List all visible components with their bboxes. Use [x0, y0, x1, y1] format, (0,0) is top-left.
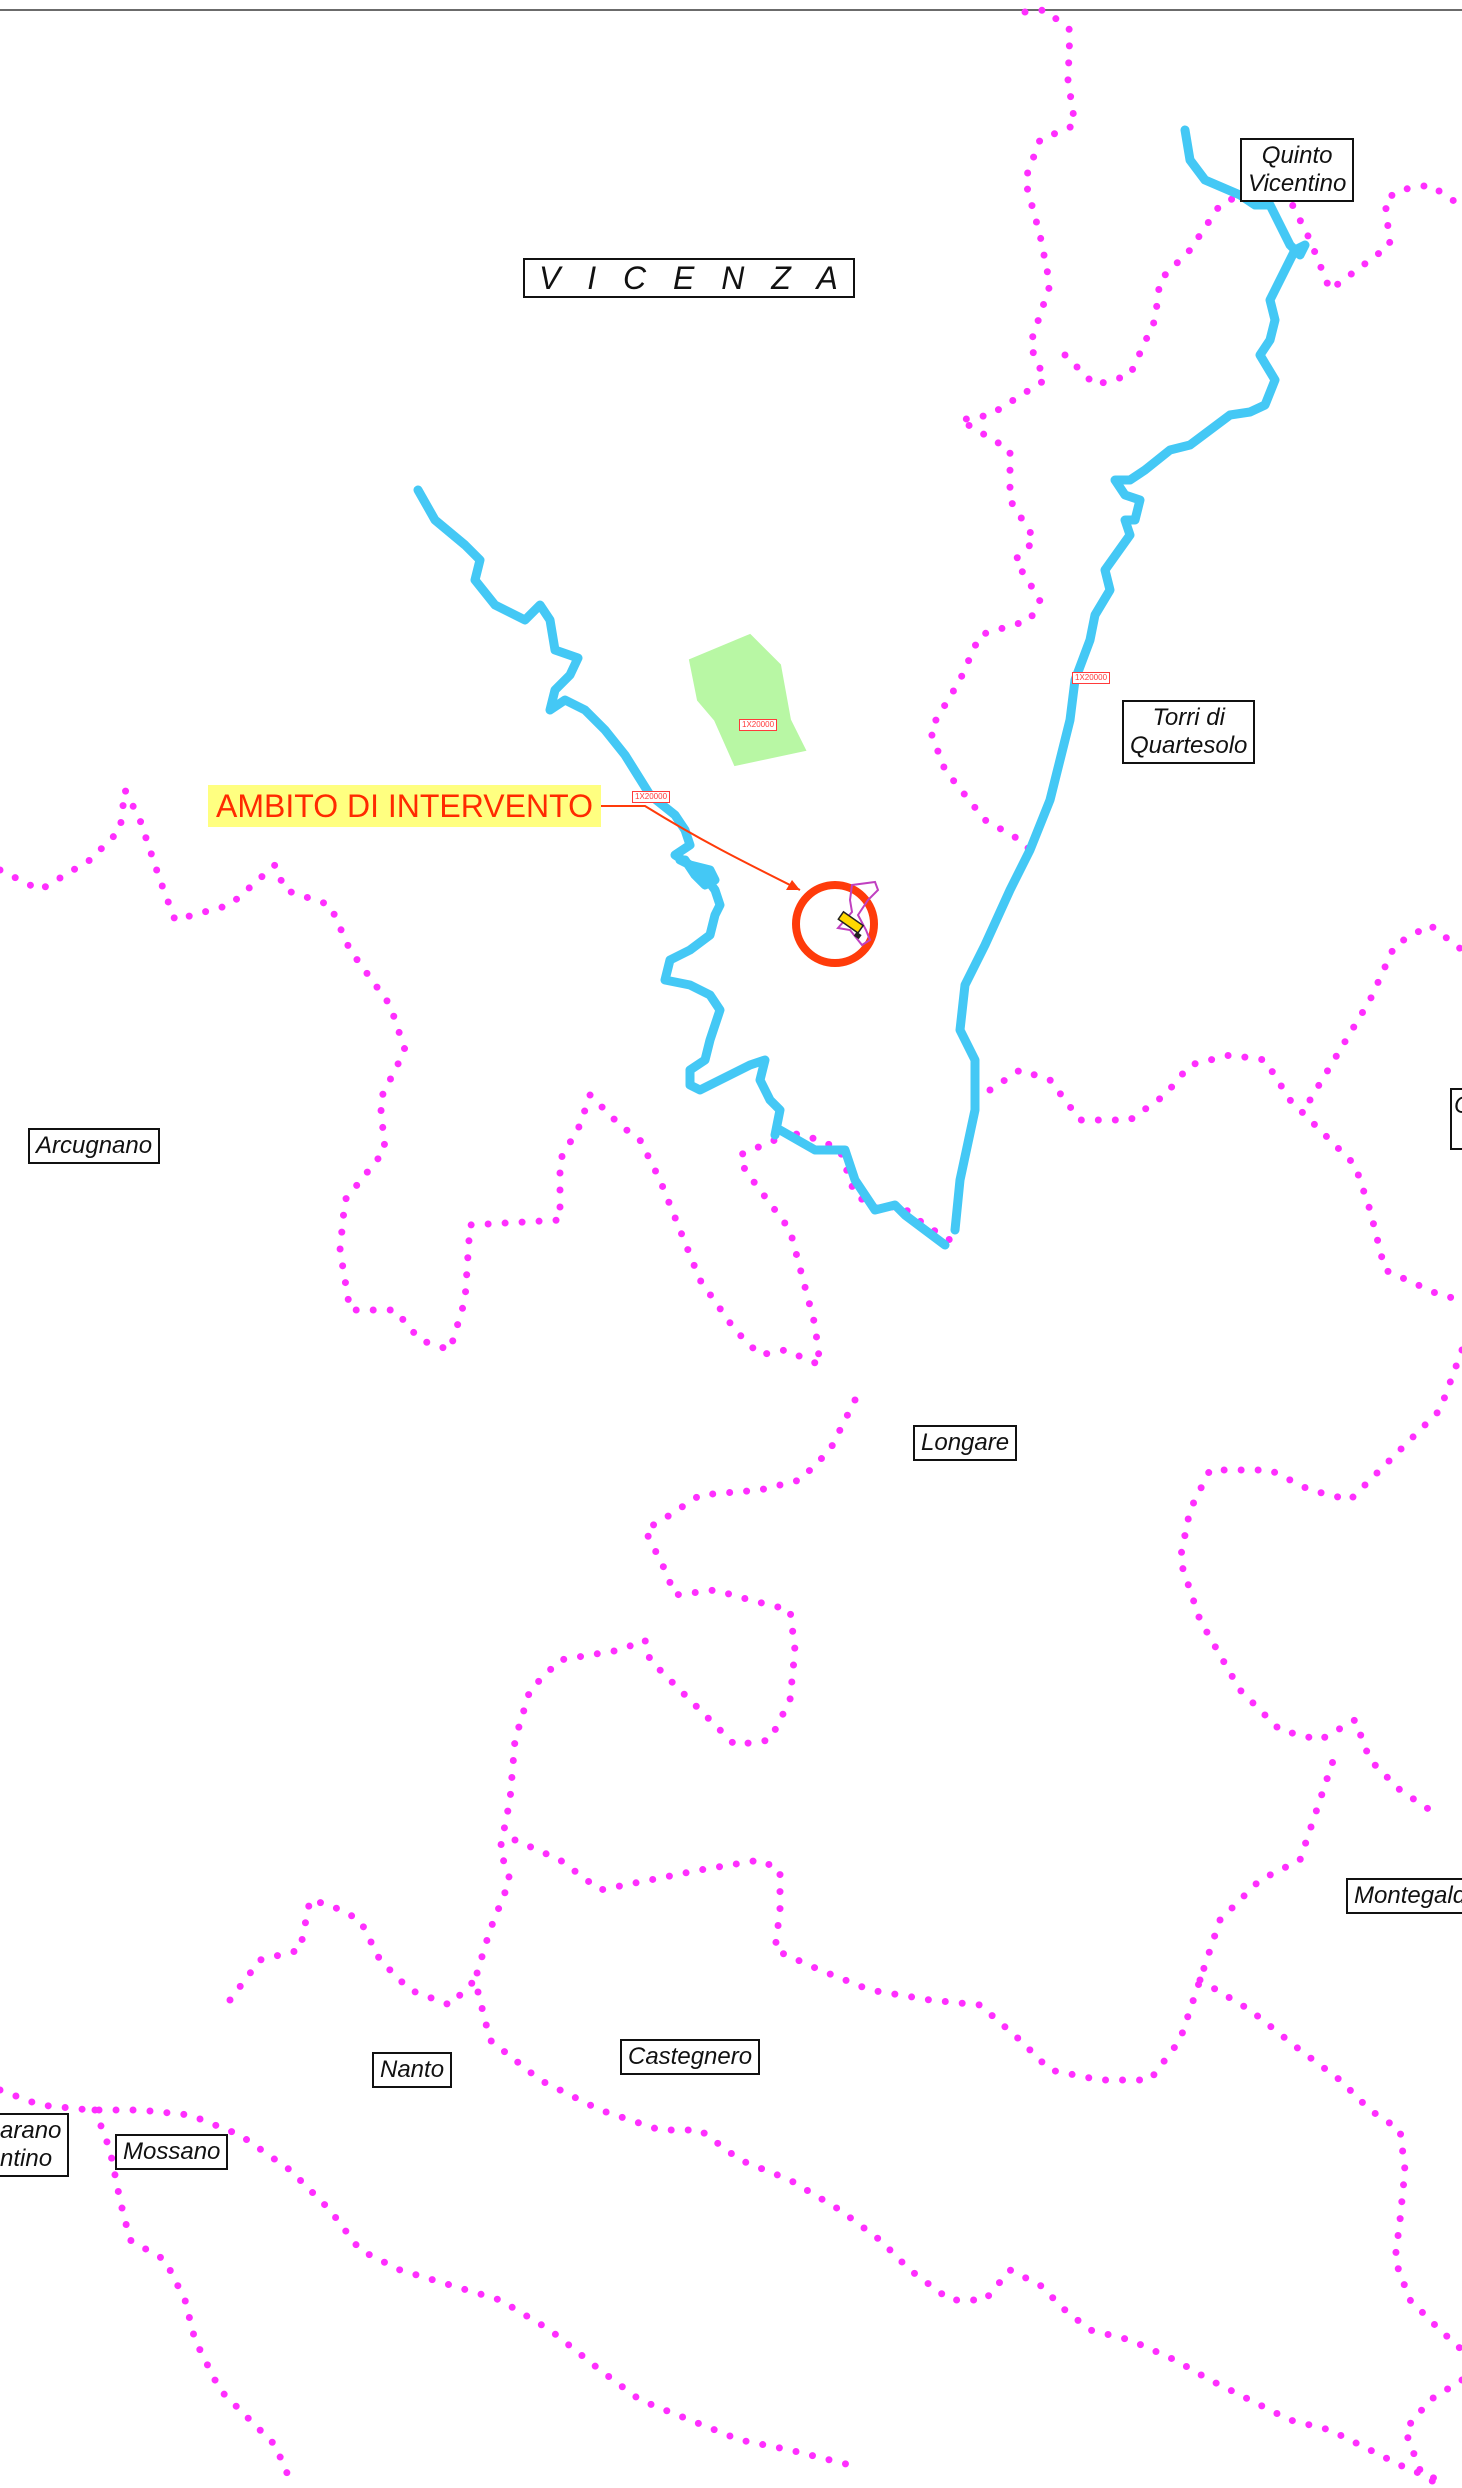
route-tag-bacchiglione: 1X20000	[632, 791, 671, 803]
label-torri-line1: Torri di	[1152, 704, 1225, 731]
route-tag-green-area: 1X20000	[739, 719, 778, 731]
label-barbarano-line2: ntino	[0, 2145, 53, 2172]
label-quinto-line2: Vicentino	[1248, 170, 1347, 197]
label-east-edge-partial: C	[1450, 1088, 1462, 1150]
site-building-small	[853, 931, 862, 940]
boundary-longare-south	[1176, 1346, 1462, 1814]
label-quinto-vicentino: Quinto Vicentino	[1240, 138, 1355, 202]
label-torri-line2: Quartesolo	[1130, 732, 1248, 759]
boundary-quinto-torri	[1061, 181, 1462, 389]
boundary-longare-west	[471, 1396, 859, 1984]
green-area	[688, 633, 807, 767]
label-mossano: Mossano	[115, 2134, 229, 2170]
label-castegnero: Castegnero	[620, 2039, 761, 2075]
boundary-east-upper	[1306, 920, 1462, 1104]
boundary-vicenza-east	[926, 6, 1079, 864]
boundary-east-lower	[1401, 2376, 1462, 2488]
site-parcel-outline	[836, 880, 880, 947]
label-longare: Longare	[913, 1425, 1018, 1461]
map-frame-top-border	[0, 9, 1462, 11]
boundary-mossano-west	[91, 2106, 294, 2484]
rivers	[413, 125, 1310, 1250]
boundary-mossano	[0, 2086, 854, 2469]
river-lower-dashed-segment	[775, 1125, 950, 1250]
river-bacchiglione	[413, 485, 785, 1140]
label-vicenza: V I C E N Z A	[523, 258, 855, 298]
leader-line	[593, 805, 801, 891]
green-area-polygon	[688, 633, 807, 767]
boundary-vicenza-west	[0, 778, 825, 1371]
boundary-nanto	[226, 1895, 1444, 2484]
boundary-longare-north	[986, 1051, 1462, 1304]
municipal-boundaries	[0, 6, 1462, 2488]
label-quinto-line1: Quinto	[1261, 142, 1333, 169]
leader-arrowhead	[786, 880, 800, 890]
boundary-montegalda-south	[1196, 1976, 1462, 2354]
route-tag-tesina: 1X20000	[1072, 672, 1111, 684]
site-building-yellow	[837, 910, 865, 935]
ambito-di-intervento-label: AMBITO DI INTERVENTO	[208, 785, 601, 827]
label-arcugnano: Arcugnano	[28, 1128, 161, 1164]
label-barbarano-vicentino: arano ntino	[0, 2113, 70, 2177]
label-montegalda: Montegalda	[1346, 1878, 1462, 1914]
annotation-leader	[593, 805, 801, 891]
intervention-site[interactable]	[792, 880, 880, 967]
label-barbarano-line1: arano	[0, 2117, 62, 2144]
boundary-castegnero-north	[511, 1751, 1339, 2084]
label-torri-di-quartesolo: Torri di Quartesolo	[1122, 700, 1256, 764]
site-marker-ring	[792, 881, 878, 967]
label-nanto: Nanto	[372, 2052, 453, 2088]
river-retrone-tesina	[950, 125, 1310, 1235]
